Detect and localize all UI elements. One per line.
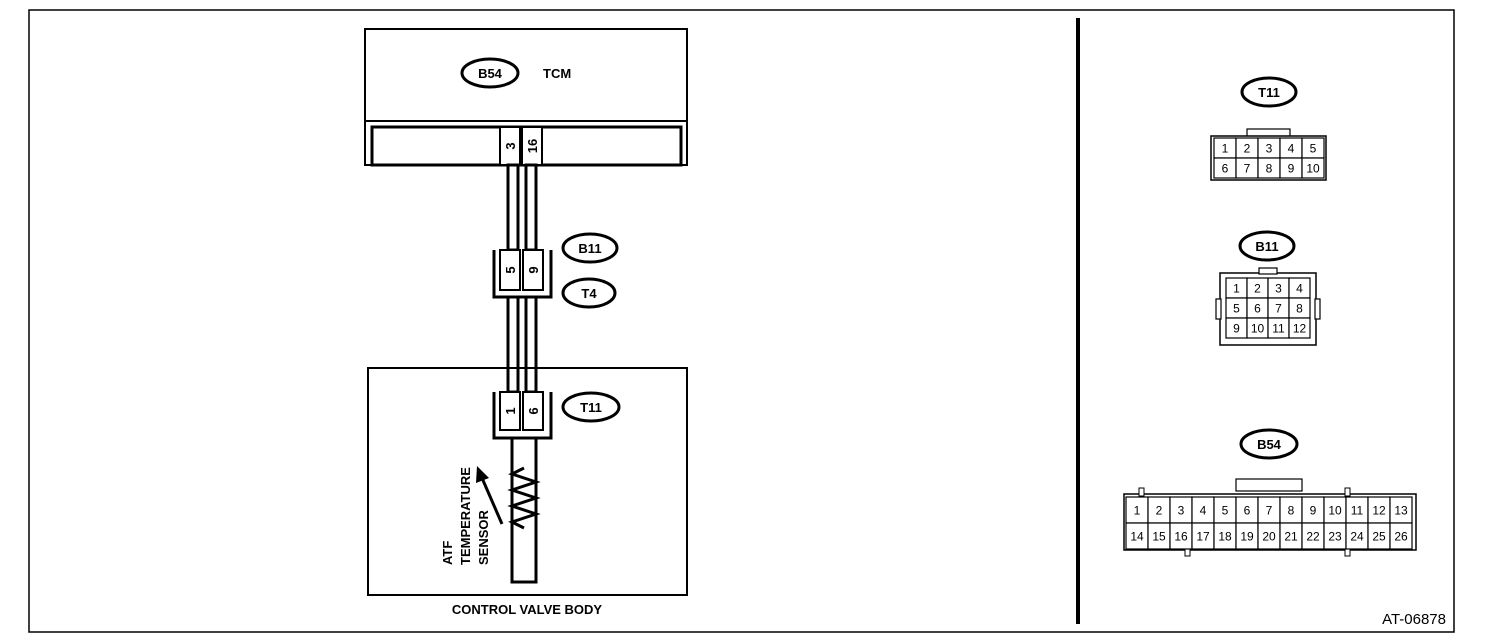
- t11-badge-label: T11: [580, 400, 602, 415]
- b11-pin-9: 9: [526, 266, 541, 273]
- b11-t4-joint: 5 9 B11 T4: [492, 232, 619, 309]
- pin-label: 3: [1178, 503, 1185, 517]
- connector-key: [1258, 267, 1278, 275]
- t4-badge: [561, 277, 617, 309]
- pin-label: 7: [1266, 503, 1273, 517]
- pin-label: 1: [1134, 503, 1141, 517]
- pin-label: 7: [1244, 161, 1251, 175]
- pin-label: 24: [1350, 529, 1364, 543]
- connector-latch: [1235, 478, 1303, 492]
- pin-label: 12: [1372, 503, 1386, 517]
- pin-cell: [1288, 317, 1311, 339]
- figure-code: AT-06878: [1382, 611, 1446, 628]
- pin-label: 1: [1222, 141, 1229, 155]
- pin-label: 4: [1200, 503, 1207, 517]
- pin-label: 8: [1288, 503, 1295, 517]
- pin-label: 16: [1174, 529, 1188, 543]
- t4-badge-label: T4: [581, 286, 597, 301]
- control-valve-body: 1 6 T11 ATF TEMPERATURE SENSOR CONTROL V…: [367, 367, 688, 617]
- tcm-pin-16: 16: [525, 139, 540, 153]
- pin-label: 7: [1275, 301, 1282, 315]
- t11-view-label: T11: [1258, 85, 1280, 100]
- pin-label: 22: [1306, 529, 1320, 543]
- pin-label: 23: [1328, 529, 1342, 543]
- connector-key: [1138, 487, 1145, 497]
- t11-pin-1: 1: [503, 407, 518, 414]
- pin-label: 5: [1233, 301, 1240, 315]
- pin-label: 2: [1156, 503, 1163, 517]
- variable-arrow-icon: [480, 477, 504, 525]
- pin-label: 15: [1152, 529, 1166, 543]
- pin-label: 13: [1394, 503, 1408, 517]
- connector-latch: [1215, 298, 1222, 320]
- pin-label: 3: [1266, 141, 1273, 155]
- pin-label: 6: [1254, 301, 1261, 315]
- pin-label: 2: [1254, 281, 1261, 295]
- svg-text:TEMPERATURE: TEMPERATURE: [458, 467, 473, 565]
- b54-badge-label: B54: [478, 66, 503, 81]
- pin-label: 4: [1296, 281, 1303, 295]
- diagram-frame: [28, 9, 1455, 633]
- arrowhead-icon: [476, 466, 489, 483]
- pin-label: 2: [1244, 141, 1251, 155]
- pin-label: 3: [1275, 281, 1282, 295]
- t11-connector-view: T11 1 2 3 4 5 6 7 8 9 10: [1210, 76, 1327, 181]
- pin-label: 8: [1296, 301, 1303, 315]
- tcm-pin-3: 3: [503, 142, 518, 149]
- pin-label: 10: [1328, 503, 1342, 517]
- pin-cell: [1301, 157, 1325, 179]
- pin-label: 5: [1310, 141, 1317, 155]
- pin-label: 12: [1293, 321, 1307, 335]
- pin-label: 4: [1288, 141, 1295, 155]
- b54-badge: [460, 57, 520, 89]
- tcm-label: TCM: [543, 66, 571, 81]
- pin-label: 18: [1218, 529, 1232, 543]
- t11-pin-6: 6: [526, 407, 541, 414]
- b11-badge: [561, 232, 619, 264]
- pin-label: 21: [1284, 529, 1298, 543]
- thermistor-icon: [507, 466, 541, 530]
- pin-label: 9: [1233, 321, 1240, 335]
- b11-pin-5: 5: [503, 266, 518, 273]
- pin-label: 1: [1233, 281, 1240, 295]
- pin-label: 5: [1222, 503, 1229, 517]
- pin-label: 8: [1266, 161, 1273, 175]
- b11-view-label: B11: [1255, 239, 1278, 254]
- pin-label: 19: [1240, 529, 1254, 543]
- b11-badge-label: B11: [578, 241, 601, 256]
- connector-key: [1344, 487, 1351, 497]
- svg-text:SENSOR: SENSOR: [476, 509, 491, 565]
- pin-label: 11: [1272, 321, 1285, 335]
- control-valve-body-label: CONTROL VALVE BODY: [452, 602, 603, 617]
- pin-label: 26: [1394, 529, 1408, 543]
- pin-label: 6: [1244, 503, 1251, 517]
- tcm-unit: B54 TCM 3 16: [364, 28, 688, 167]
- connector-latch: [1314, 298, 1321, 320]
- pin-cell: [1389, 522, 1413, 550]
- pin-label: 20: [1262, 529, 1276, 543]
- t11-badge: [561, 391, 621, 423]
- pin-label: 10: [1251, 321, 1265, 335]
- pin-label: 9: [1288, 161, 1295, 175]
- pin-label: 14: [1130, 529, 1144, 543]
- pin-label: 9: [1310, 503, 1317, 517]
- pin-label: 6: [1222, 161, 1229, 175]
- svg-text:ATF: ATF: [440, 541, 455, 565]
- pin-label: 17: [1196, 529, 1210, 543]
- wire-harness: [506, 163, 538, 394]
- sensor-label: ATF TEMPERATURE SENSOR: [440, 467, 491, 565]
- pin-label: 25: [1372, 529, 1386, 543]
- pin-label: 10: [1306, 161, 1320, 175]
- b54-view-label: B54: [1257, 437, 1282, 452]
- pin-label: 11: [1351, 503, 1364, 517]
